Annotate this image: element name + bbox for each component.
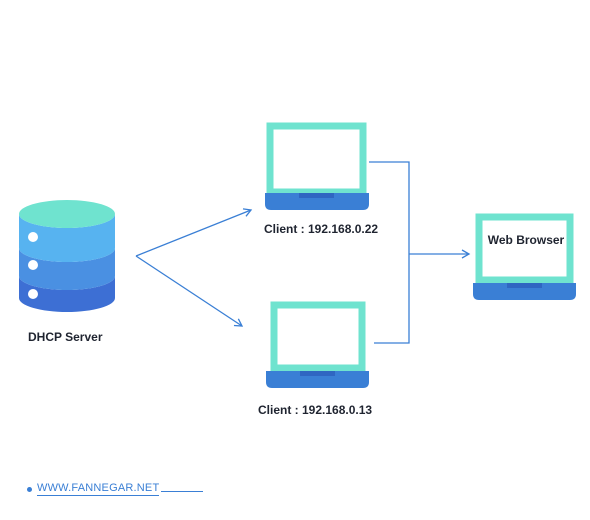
server-label: DHCP Server bbox=[28, 330, 103, 344]
client-2-label: Client : 192.168.0.13 bbox=[258, 403, 373, 417]
laptop-screen bbox=[475, 213, 574, 284]
server-layer-1 bbox=[19, 214, 115, 262]
laptop-icon-client-2 bbox=[266, 301, 369, 388]
arrow-to-client-1 bbox=[135, 208, 253, 257]
laptop-base bbox=[265, 193, 369, 210]
laptop-icon-browser bbox=[473, 213, 576, 300]
connector-client-1 bbox=[369, 161, 410, 344]
server-icon bbox=[19, 200, 115, 312]
server-dot-1 bbox=[28, 232, 38, 242]
laptop-hinge bbox=[299, 193, 334, 198]
client-1-label: Client : 192.168.0.22 bbox=[264, 222, 379, 236]
laptop-hinge bbox=[507, 283, 542, 288]
laptop-hinge bbox=[300, 371, 335, 376]
browser-label: Web Browser bbox=[487, 233, 565, 247]
server-layer-2 bbox=[19, 248, 115, 290]
footer-link[interactable]: WWW.FANNEGAR.NET bbox=[37, 482, 160, 496]
server-dot-3 bbox=[28, 289, 38, 299]
footer-dot-icon bbox=[27, 486, 32, 492]
server-dot-2 bbox=[28, 260, 38, 270]
footer-underline bbox=[161, 490, 204, 492]
laptop-base bbox=[473, 283, 576, 300]
arrow-to-client-2 bbox=[135, 255, 244, 327]
server-top bbox=[19, 200, 115, 228]
laptop-base bbox=[266, 371, 369, 388]
laptop-screen bbox=[270, 301, 366, 372]
laptop-icon-client-1 bbox=[265, 122, 369, 210]
laptop-screen bbox=[266, 122, 367, 196]
footer: WWW.FANNEGAR.NET bbox=[27, 481, 204, 497]
server-layer-3 bbox=[19, 276, 115, 312]
